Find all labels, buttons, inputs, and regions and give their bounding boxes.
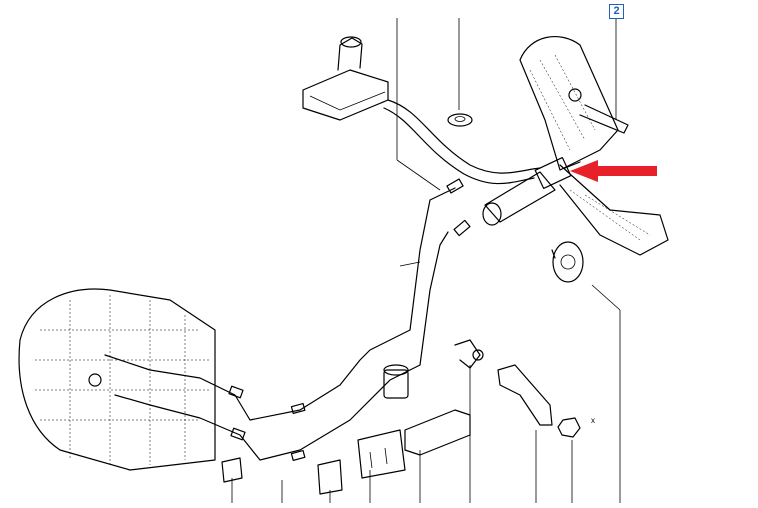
- pipe-damper[interactable]: [383, 364, 409, 399]
- nut[interactable]: [557, 417, 581, 438]
- clutch-pedal[interactable]: [519, 36, 669, 256]
- page-number-badge[interactable]: 2: [609, 4, 624, 19]
- support-bracket[interactable]: [454, 339, 553, 426]
- pedal-pad[interactable]: [551, 241, 584, 283]
- supply-hose[interactable]: [383, 99, 541, 185]
- master-cylinder[interactable]: [482, 156, 581, 226]
- pipe-clip[interactable]: [317, 459, 343, 495]
- hydraulic-pipes[interactable]: [104, 178, 471, 462]
- pipe-clip-bracket[interactable]: [404, 409, 471, 456]
- triple-pipe-clip[interactable]: [357, 429, 406, 479]
- small-clip[interactable]: [221, 457, 243, 483]
- red-indicator-arrow: [570, 160, 657, 182]
- fluid-reservoir[interactable]: [302, 36, 389, 121]
- grommet[interactable]: [447, 113, 473, 127]
- callout-letter: x: [591, 416, 595, 425]
- gearbox-housing: [18, 288, 216, 471]
- leader-lines: [231, 18, 621, 503]
